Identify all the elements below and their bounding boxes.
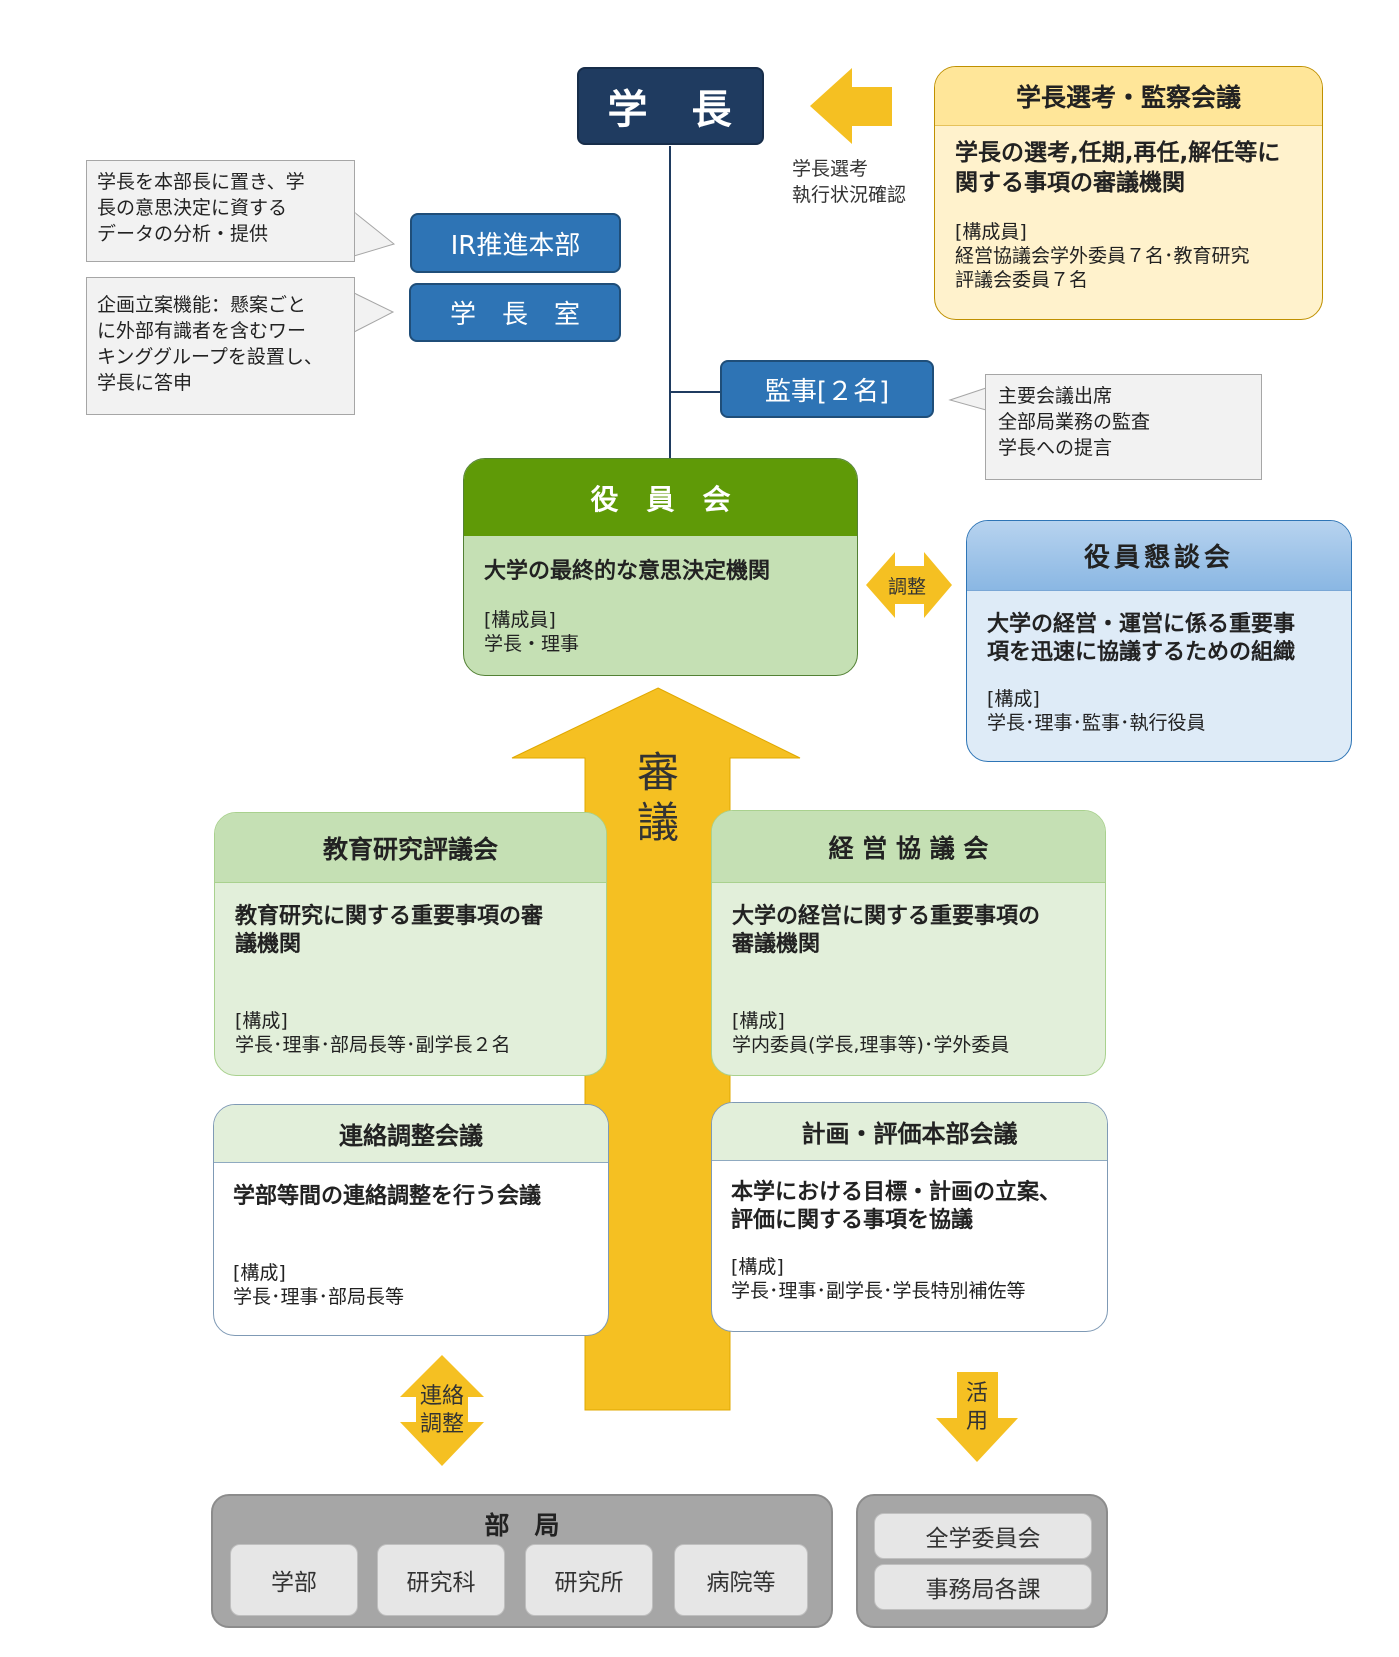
department-item: 学部 xyxy=(230,1544,358,1616)
education-council-description: 教育研究に関する重要事項の審 議機関 xyxy=(235,904,544,957)
auditor-note: 主要会議出席 全部局業務の監査 学長への提言 xyxy=(985,374,1262,480)
board-members: 学長・理事 xyxy=(484,633,580,655)
selection-council-card: 学長選考・監察会議 学長の選考,任期,再任,解任等に 関する事項の審議機関 [構… xyxy=(934,66,1323,320)
board-header: 役 員 会 xyxy=(464,459,857,536)
ir-office-box: IR推進本部 xyxy=(410,213,621,273)
auditor-box: 監事[２名] xyxy=(720,360,934,418)
ir-office-note: 学長を本部長に置き、学 長の意思決定に資する データの分析・提供 xyxy=(86,160,355,262)
board-members-label: [構成員] xyxy=(484,609,556,631)
executive-meeting-header: 役員懇談会 xyxy=(967,521,1351,591)
department-item: 病院等 xyxy=(674,1544,808,1616)
education-council-card: 教育研究評議会 教育研究に関する重要事項の審 議機関 [構成] 学長･理事･部局… xyxy=(214,812,607,1076)
management-council-members-label: [構成] xyxy=(732,1010,785,1032)
department-item: 研究科 xyxy=(377,1544,505,1616)
executive-meeting-members: 学長･理事･監事･執行役員 xyxy=(987,712,1206,734)
departments-title: 部 局 xyxy=(484,1511,560,1540)
education-council-members-label: [構成] xyxy=(235,1010,288,1032)
committee-item: 事務局各課 xyxy=(874,1564,1092,1610)
planning-council-card: 計画・評価本部会議 本学における目標・計画の立案、 評価に関する事項を協議 [構… xyxy=(711,1102,1108,1332)
auditor-note-pointer xyxy=(948,387,987,411)
planning-council-header: 計画・評価本部会議 xyxy=(712,1103,1107,1161)
office-note-pointer xyxy=(353,292,395,333)
utilize-arrow-label: 活 用 xyxy=(965,1381,988,1434)
president-office-box: 学 長 室 xyxy=(409,283,621,342)
executive-meeting-description: 大学の経営・運営に係る重要事 項を迅速に協議するための組織 xyxy=(987,612,1296,665)
coordination-label: 調整 xyxy=(888,576,927,598)
president-office-note: 企画立案機能：懸案ごと に外部有識者を含むワー キンググループを設置し、 学長に… xyxy=(86,277,355,415)
selection-arrow-label: 学長選考 執行状況確認 xyxy=(792,158,907,206)
planning-council-members: 学長･理事･副学長･学長特別補佐等 xyxy=(731,1280,1026,1302)
management-council-card: 経 営 協 議 会 大学の経営に関する重要事項の 審議機関 [構成] 学内委員(… xyxy=(711,810,1106,1076)
committees-group: 全学委員会 事務局各課 xyxy=(856,1494,1108,1628)
liaison-council-members: 学長･理事･部局長等 xyxy=(233,1286,405,1308)
ir-note-pointer xyxy=(353,210,396,257)
liaison-council-members-label: [構成] xyxy=(233,1262,286,1284)
management-council-members: 学内委員(学長,理事等)･学外委員 xyxy=(732,1034,1010,1056)
liaison-council-card: 連絡調整会議 学部等間の連絡調整を行う会議 [構成] 学長･理事･部局長等 xyxy=(213,1104,609,1336)
management-council-description: 大学の経営に関する重要事項の 審議機関 xyxy=(732,904,1041,957)
president-label: 学 長 xyxy=(607,87,734,133)
liaison-arrow-label: 連絡 調整 xyxy=(419,1384,464,1437)
planning-council-members-label: [構成] xyxy=(731,1256,784,1278)
selection-arrow xyxy=(810,68,892,144)
education-council-header: 教育研究評議会 xyxy=(215,813,606,883)
education-council-members: 学長･理事･部局長等･副学長２名 xyxy=(235,1034,511,1056)
liaison-council-header: 連絡調整会議 xyxy=(214,1105,608,1163)
board-card: 役 員 会 大学の最終的な意思決定機関 [構成員] 学長・理事 xyxy=(463,458,858,676)
liaison-arrow xyxy=(400,1355,484,1466)
selection-council-description: 学長の選考,任期,再任,解任等に 関する事項の審議機関 xyxy=(955,140,1281,196)
selection-council-header: 学長選考・監察会議 xyxy=(935,67,1322,126)
selection-council-members-label: [構成員] xyxy=(955,221,1027,243)
management-council-header: 経 営 協 議 会 xyxy=(712,811,1105,883)
planning-council-description: 本学における目標・計画の立案、 評価に関する事項を協議 xyxy=(731,1180,1062,1233)
department-item: 研究所 xyxy=(525,1544,653,1616)
committee-item: 全学委員会 xyxy=(874,1513,1092,1559)
executive-meeting-card: 役員懇談会 大学の経営・運営に係る重要事 項を迅速に協議するための組織 [構成]… xyxy=(966,520,1352,762)
coordination-arrow xyxy=(866,552,952,618)
president-box: 学 長 xyxy=(577,67,764,145)
executive-meeting-members-label: [構成] xyxy=(987,688,1040,710)
liaison-council-description: 学部等間の連絡調整を行う会議 xyxy=(233,1184,542,1209)
utilize-arrow xyxy=(936,1372,1018,1462)
selection-council-members: 経営協議会学外委員７名･教育研究 評議会委員７名 xyxy=(955,245,1250,291)
deliberation-label: 審 議 xyxy=(636,748,679,847)
departments-group: 部 局 学部 研究科 研究所 病院等 xyxy=(211,1494,833,1628)
board-description: 大学の最終的な意思決定機関 xyxy=(484,559,771,584)
